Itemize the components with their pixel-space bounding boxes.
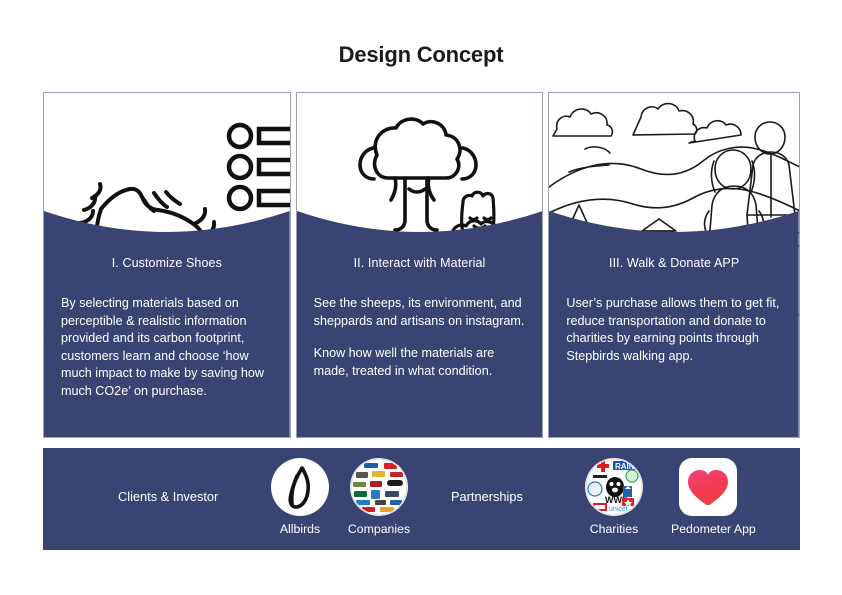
pedometer-caption: Pedometer App bbox=[671, 522, 756, 536]
svg-text:RAIN: RAIN bbox=[615, 462, 635, 471]
card-3-text: User’s purchase allows them to get fit, … bbox=[566, 295, 784, 365]
card-1-body: I. Customize Shoes By selecting material… bbox=[44, 93, 290, 437]
charities-collage-logo: RAIN WWF unicef bbox=[585, 458, 643, 516]
card-3-body: III. Walk & Donate APP User’s purchase a… bbox=[549, 93, 799, 437]
card-1-title: I. Customize Shoes bbox=[111, 256, 222, 270]
card-3-paragraph-1: User’s purchase allows them to get fit, … bbox=[566, 296, 780, 363]
concept-cards: I. Customize Shoes By selecting material… bbox=[43, 92, 800, 438]
concept-card-3[interactable]: III. Walk & Donate APP User’s purchase a… bbox=[548, 92, 800, 438]
companies-caption: Companies bbox=[347, 522, 411, 536]
page-title: Design Concept bbox=[338, 42, 504, 67]
logo-item-charities[interactable]: RAIN WWF unicef bbox=[577, 458, 651, 536]
companies-collage-logo bbox=[350, 458, 408, 516]
card-3-title: III. Walk & Donate APP bbox=[609, 256, 740, 270]
svg-text:unicef: unicef bbox=[609, 506, 628, 513]
logo-item-pedometer[interactable]: Pedometer App bbox=[671, 458, 756, 536]
card-2-body: II. Interact with Material See the sheep… bbox=[297, 93, 543, 437]
concept-card-2[interactable]: Instagram II. Interact with Material See… bbox=[295, 92, 544, 438]
card-2-paragraph-1: See the sheeps, its environment, and she… bbox=[313, 296, 525, 328]
partnerships-label: Partnerships bbox=[451, 489, 523, 504]
checklist-icon bbox=[226, 122, 290, 212]
svg-text:WWF: WWF bbox=[605, 495, 628, 505]
card-1-paragraph-1: By selecting materials based on percepti… bbox=[61, 296, 264, 398]
concept-card-1[interactable]: I. Customize Shoes By selecting material… bbox=[43, 92, 291, 438]
clients-investor-label: Clients & Investor bbox=[118, 489, 219, 504]
card-2-text: See the sheeps, its environment, and she… bbox=[314, 295, 528, 380]
card-1-text: By selecting materials based on percepti… bbox=[61, 295, 275, 400]
allbirds-caption: Allbirds bbox=[279, 522, 321, 536]
logo-item-allbirds[interactable]: Allbirds bbox=[263, 458, 337, 536]
card-2-paragraph-2: Know how well the materials are made, tr… bbox=[313, 346, 495, 378]
card-2-title: II. Interact with Material bbox=[353, 256, 486, 270]
allbirds-logo bbox=[271, 458, 329, 516]
pedometer-heart-icon bbox=[679, 458, 737, 516]
partner-bar: Clients & Investor Partnerships Allbirds bbox=[43, 448, 800, 550]
charities-caption: Charities bbox=[589, 522, 639, 536]
logo-item-companies[interactable]: Companies bbox=[342, 458, 416, 536]
